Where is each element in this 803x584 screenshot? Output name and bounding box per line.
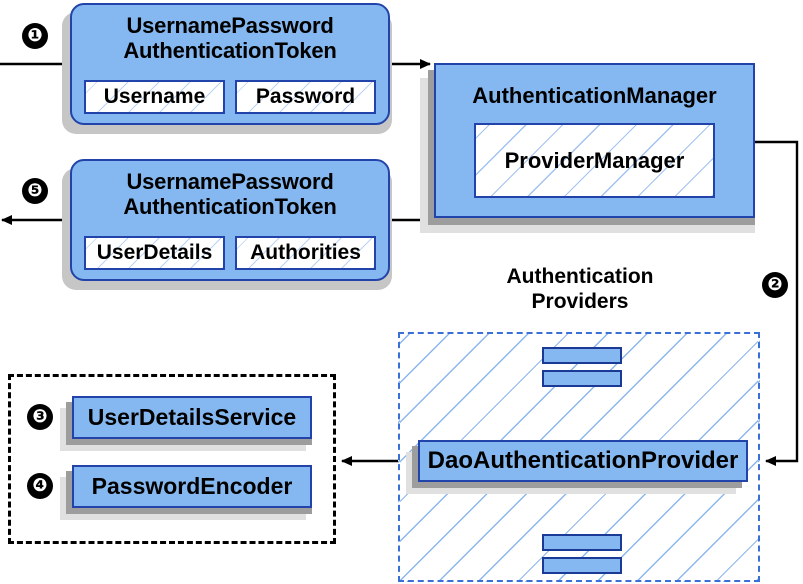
passwordencoder-box[interactable]: PasswordEncoder [72, 465, 312, 508]
authentication-manager-box[interactable]: AuthenticationManager ProviderManager [434, 63, 755, 218]
step-badge-5: ❺ [22, 178, 48, 204]
providers-title-line2: Providers [531, 290, 629, 314]
request-token-title-line1: UsernamePassword [126, 13, 334, 38]
providers-title-line1: Authentication [506, 265, 654, 288]
request-token-title-line2: AuthenticationToken [123, 38, 337, 64]
provider-stub-bottom-1 [542, 534, 622, 551]
field-username: Username [84, 80, 225, 114]
dao-authentication-provider-box[interactable]: DaoAuthenticationProvider [418, 440, 748, 482]
field-userdetails: UserDetails [84, 236, 225, 270]
response-token-card[interactable]: UsernamePassword AuthenticationToken Use… [70, 159, 390, 281]
providers-title: Authentication Providers [460, 264, 700, 314]
provider-stub-top-1 [542, 347, 622, 364]
request-token-title: UsernamePassword AuthenticationToken [72, 13, 388, 64]
provider-manager-box[interactable]: ProviderManager [474, 123, 715, 198]
field-password: Password [235, 80, 376, 114]
response-token-title-line1: UsernamePassword [126, 169, 334, 194]
step-badge-4: ❹ [27, 473, 53, 499]
step-badge-3: ❸ [27, 404, 53, 430]
userdetailsservice-box[interactable]: UserDetailsService [72, 396, 312, 439]
step-badge-2: ❷ [762, 272, 788, 298]
response-token-fields: UserDetails Authorities [84, 236, 376, 270]
response-token-title: UsernamePassword AuthenticationToken [72, 169, 388, 220]
request-token-card[interactable]: UsernamePassword AuthenticationToken Use… [70, 3, 390, 125]
authentication-manager-title: AuthenticationManager [472, 83, 717, 108]
provider-stub-bottom-2 [542, 557, 622, 574]
request-token-fields: Username Password [84, 80, 376, 114]
response-token-title-line2: AuthenticationToken [123, 194, 337, 220]
step-badge-1: ❶ [22, 23, 48, 49]
field-authorities: Authorities [235, 236, 376, 270]
provider-stub-top-2 [542, 370, 622, 387]
